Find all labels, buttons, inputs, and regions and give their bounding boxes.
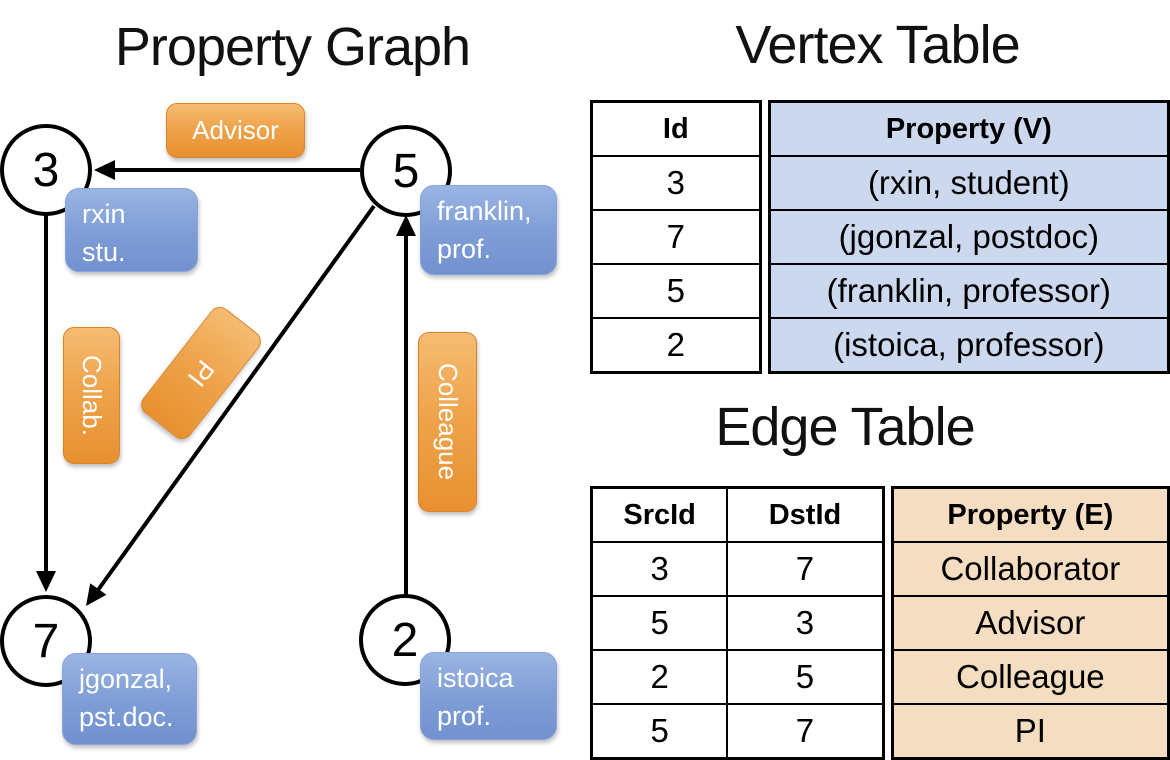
vertex-property-line: prof. <box>437 234 492 265</box>
edge-srcid-cell: 5 <box>590 703 729 760</box>
arrowhead-at-7-vertical <box>36 571 56 592</box>
table-row: Property (E) <box>891 486 1170 543</box>
edge-table: SrcId DstId 3 7 5 3 2 5 5 7 Property (E) <box>590 486 1170 760</box>
vertex-property-line: pst.doc. <box>79 702 174 733</box>
table-row: 5 7 <box>590 703 885 760</box>
edge-header-dstid: DstId <box>726 486 885 543</box>
edge-label-text: Advisor <box>192 115 279 145</box>
edge-dstid-cell: 7 <box>726 541 885 597</box>
edge-dstid-cell: 3 <box>726 595 885 651</box>
table-row: (rxin, student) <box>768 155 1170 211</box>
edge-dstid-cell: 5 <box>726 649 885 705</box>
vertex-header-id: Id <box>590 100 762 157</box>
vertex-property-line: prof. <box>437 701 492 732</box>
edge-label-text: Colleague <box>433 363 463 481</box>
node-id-label: 2 <box>391 613 419 667</box>
vertex-property-line: franklin, <box>437 196 532 226</box>
node-id-label: 5 <box>392 144 420 198</box>
vertex-property-cell: (franklin, professor) <box>768 263 1170 319</box>
edge-property-cell: PI <box>891 703 1170 760</box>
edge-srcid-cell: 5 <box>590 595 729 651</box>
edge-label-text: PI <box>182 354 221 393</box>
edge-line-5-7 <box>96 204 376 592</box>
table-row: (franklin, professor) <box>768 263 1170 319</box>
vertex-property-box-rxin: rxin stu. <box>65 188 198 272</box>
edge-srcid-cell: 3 <box>590 541 729 597</box>
vertex-property-box-jgonzal: jgonzal, pst.doc. <box>62 653 197 745</box>
edge-header-srcid: SrcId <box>590 486 729 543</box>
vertex-property-line: istoica <box>437 663 514 693</box>
edge-property-cell: Collaborator <box>891 541 1170 597</box>
vertex-table-property-column: Property (V) (rxin, student) (jgonzal, p… <box>767 100 1170 374</box>
vertex-property-line: jgonzal, <box>79 664 173 694</box>
edge-table-property-column: Property (E) Collaborator Advisor Collea… <box>890 486 1170 760</box>
vertex-property-line: stu. <box>82 237 126 268</box>
vertex-property-cell: (jgonzal, postdoc) <box>768 209 1170 265</box>
table-row: 5 3 <box>590 595 885 651</box>
graph-title: Property Graph <box>114 17 471 77</box>
table-row: Id <box>590 100 762 157</box>
edge-label-advisor: Advisor <box>166 103 305 158</box>
table-row: 3 7 <box>590 541 885 597</box>
node-id-label: 3 <box>32 143 60 197</box>
vertex-table-id-column: Id 3 7 5 2 <box>590 100 762 374</box>
table-row: Colleague <box>891 649 1170 705</box>
node-id-label: 7 <box>32 614 60 668</box>
vertex-id-cell: 5 <box>590 263 762 319</box>
table-row: SrcId DstId <box>590 486 885 543</box>
vertex-id-cell: 2 <box>590 317 762 374</box>
vertex-property-cell: (istoica, professor) <box>768 317 1170 374</box>
table-row: Advisor <box>891 595 1170 651</box>
vertex-property-cell: (rxin, student) <box>768 155 1170 211</box>
edge-table-title: Edge Table <box>715 397 975 457</box>
edge-dstid-cell: 7 <box>726 703 885 760</box>
edge-srcid-cell: 2 <box>590 649 729 705</box>
edge-property-cell: Colleague <box>891 649 1170 705</box>
table-row: (jgonzal, postdoc) <box>768 209 1170 265</box>
vertex-id-cell: 3 <box>590 155 762 211</box>
arrowhead-at-5 <box>396 215 416 236</box>
table-row: 5 <box>590 263 762 319</box>
vertex-property-box-franklin: franklin, prof. <box>420 185 557 275</box>
edge-table-id-columns: SrcId DstId 3 7 5 3 2 5 5 7 <box>590 486 885 760</box>
table-row: 2 5 <box>590 649 885 705</box>
table-row: PI <box>891 703 1170 760</box>
edge-property-cell: Advisor <box>891 595 1170 651</box>
vertex-table: Id 3 7 5 2 Property (V) (rxin, student) <box>590 100 1170 374</box>
graph-edges-layer <box>36 160 416 606</box>
vertex-id-cell: 7 <box>590 209 762 265</box>
vertex-property-box-istoica: istoica prof. <box>420 652 557 740</box>
table-row: 2 <box>590 317 762 374</box>
table-row: (istoica, professor) <box>768 317 1170 374</box>
vertex-table-title: Vertex Table <box>735 15 1020 75</box>
arrowhead-at-3 <box>94 160 115 180</box>
vertex-property-line: rxin <box>82 199 126 229</box>
edge-label-colleague: Colleague <box>418 332 477 512</box>
node-circle-2: 2 <box>359 594 451 686</box>
edge-header-property: Property (E) <box>891 486 1170 543</box>
table-row: 7 <box>590 209 762 265</box>
arrowhead-at-7-diagonal <box>86 583 107 606</box>
edge-label-text: Collab. <box>77 355 107 436</box>
edge-label-collab: Collab. <box>63 327 120 464</box>
table-row: Property (V) <box>768 100 1170 157</box>
table-row: Collaborator <box>891 541 1170 597</box>
table-row: 3 <box>590 155 762 211</box>
vertex-header-property: Property (V) <box>768 100 1170 157</box>
